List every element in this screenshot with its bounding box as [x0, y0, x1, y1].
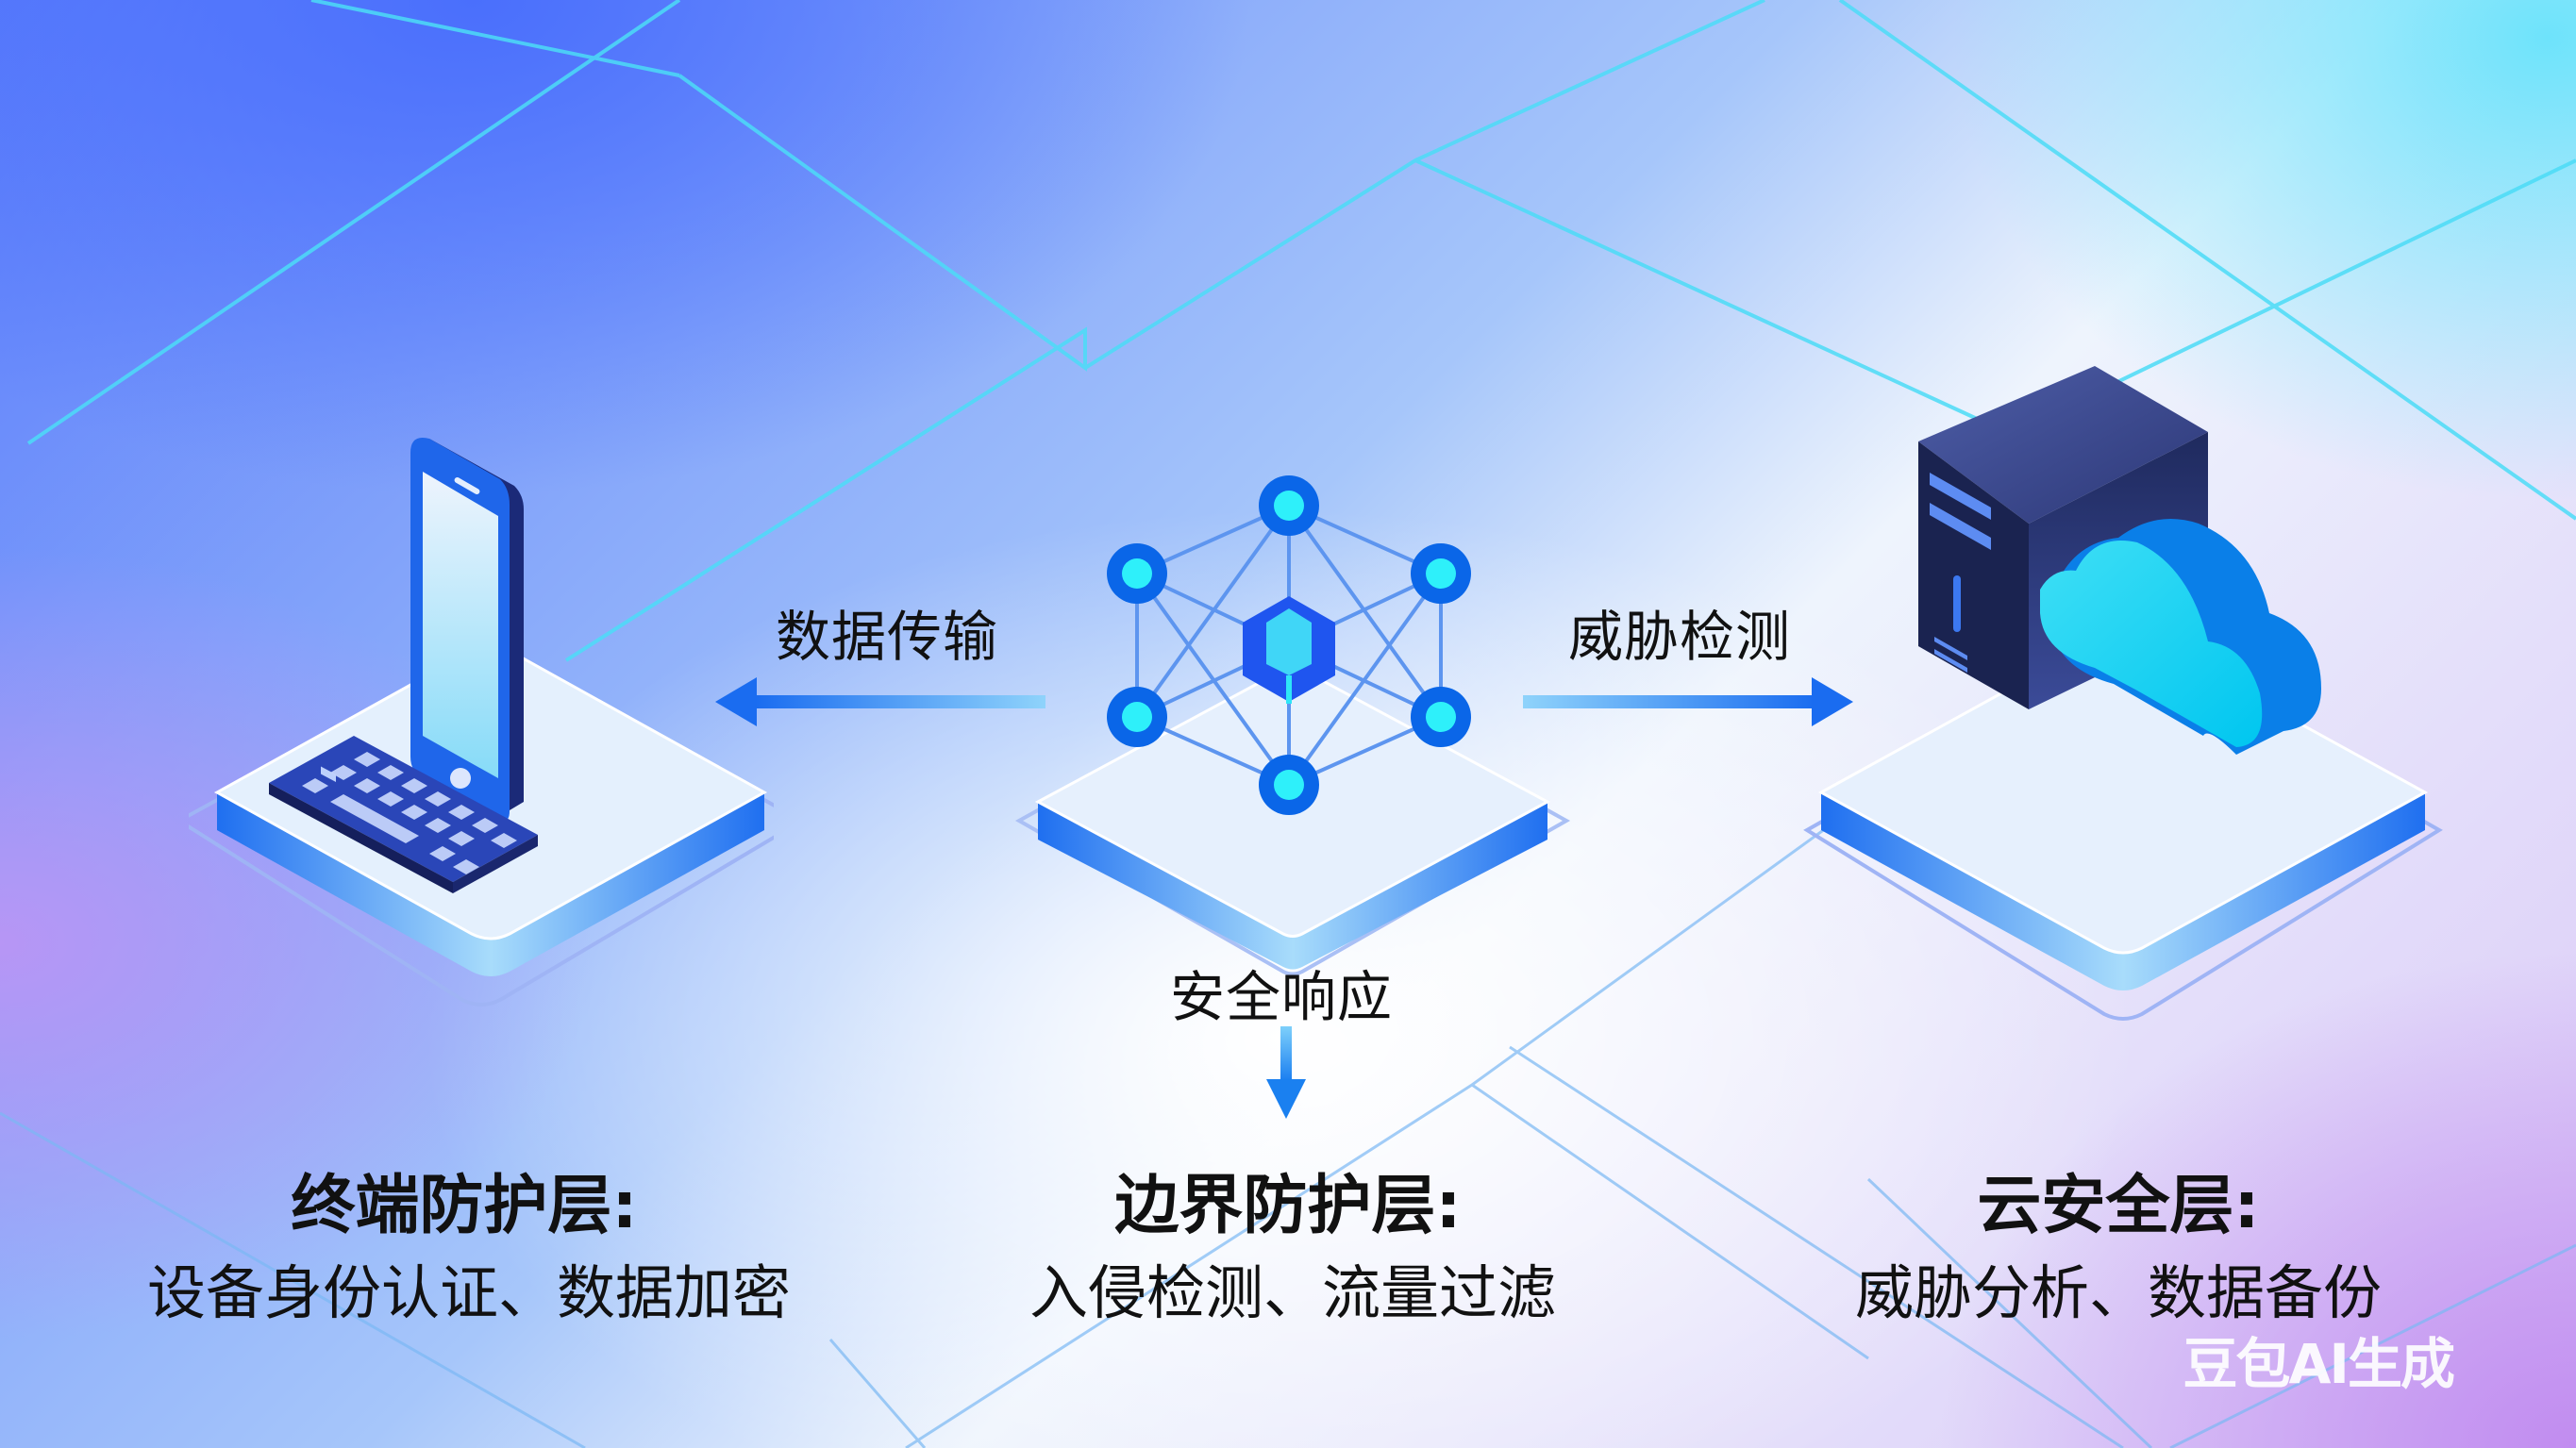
phone-keyboard-icon [176, 438, 807, 1007]
layer-desc-cloud: 威胁分析、数据备份 [1854, 1258, 2383, 1327]
flow-label-data-transfer: 数据传输 [776, 605, 999, 669]
flow-label-security-response: 安全响应 [1170, 965, 1394, 1029]
server-cloud-icon [1803, 366, 2443, 1021]
boundary-node [1010, 443, 1576, 1009]
layer-desc-endpoint: 设备身份认证、数据加密 [146, 1258, 792, 1327]
watermark: 豆包AI生成 [2183, 1332, 2455, 1396]
network-hub-icon [1014, 475, 1571, 976]
layer-title-endpoint: 终端防护层: [291, 1169, 638, 1243]
layer-title-boundary: 边界防护层: [1114, 1169, 1462, 1243]
cloud-node [1793, 358, 2453, 1038]
layer-title-cloud: 云安全层: [1977, 1169, 2260, 1243]
layer-desc-boundary: 入侵检测、流量过滤 [1029, 1258, 1557, 1327]
flow-label-threat-detection: 威胁检测 [1568, 605, 1792, 669]
endpoint-node [176, 406, 807, 1019]
